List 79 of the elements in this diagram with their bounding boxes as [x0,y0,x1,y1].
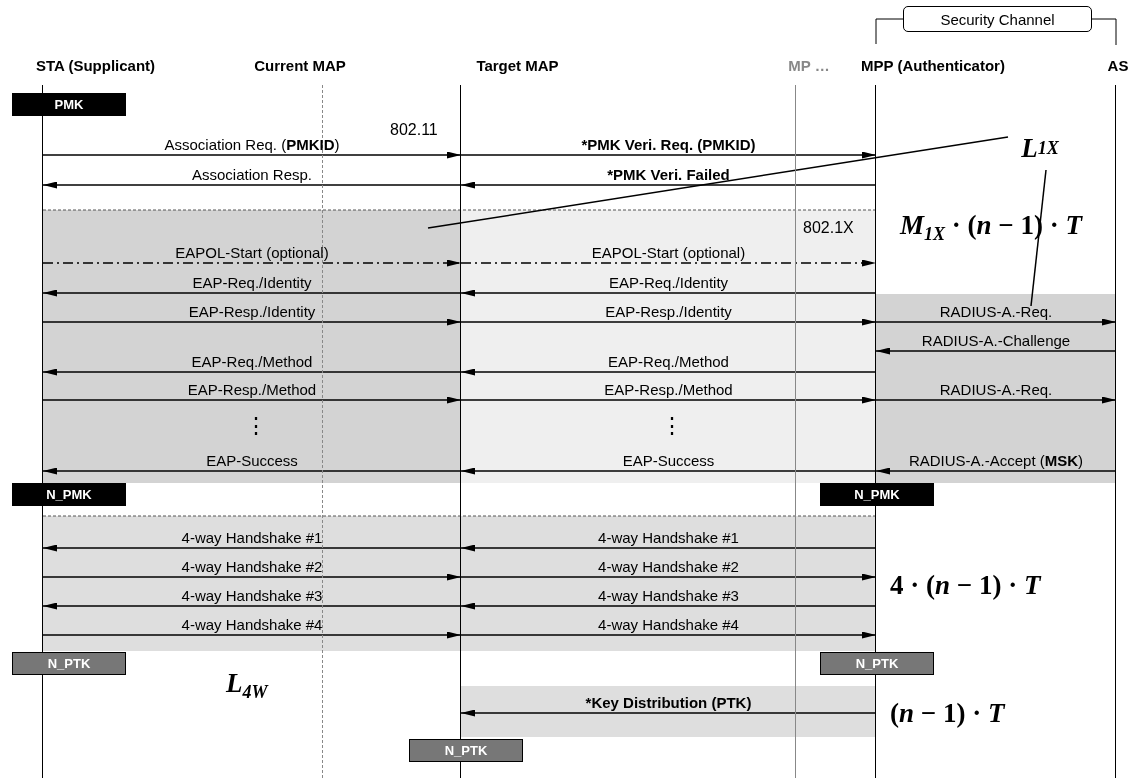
key-state-box: N_PMK [820,483,934,506]
message-label: Association Resp. [191,166,313,184]
protocol-label: 802.11 [390,122,438,138]
message-arrow [460,396,877,404]
participant-label: MP … [787,56,831,76]
channel-label-box: Security Channel [903,6,1092,32]
message-arrow [460,318,877,326]
message-arrow [42,151,462,159]
key-state-box: N_PTK [12,652,126,675]
participant-label: STA (Supplicant) [34,56,157,76]
formula-text: 4 · (n − 1) · T [890,572,1041,599]
message-arrow [460,467,877,475]
message-arrow [460,631,877,639]
message-label: 4-way Handshake #4 [181,616,323,634]
message-arrow [875,467,1117,475]
message-arrow [42,573,462,581]
message-label: 4-way Handshake #4 [598,616,739,634]
message-label: EAP-Req./Identity [192,274,312,292]
message-arrow [42,318,462,326]
message-label: 4-way Handshake #1 [598,529,739,547]
participant-label: Current MAP [253,56,347,76]
message-label: EAPOL-Start (optional) [591,244,746,262]
message-arrow [42,602,462,610]
message-arrow [460,181,877,189]
participant-label: AS [1106,56,1130,76]
message-label: EAP-Success [622,452,715,470]
ellipsis-mark: ⋮ [661,415,683,437]
message-arrow [42,368,462,376]
formula-text: (n − 1) · T [890,700,1005,727]
message-label: EAP-Req./Method [608,353,729,371]
message-label: 4-way Handshake #3 [181,587,323,605]
protocol-label: 802.1X [803,220,854,236]
participant-label: MPP (Authenticator) [860,56,1006,76]
message-arrow [460,289,877,297]
message-label: 4-way Handshake #1 [181,529,323,547]
message-label: EAP-Resp./Identity [605,303,732,321]
ellipsis-mark: ⋮ [245,415,267,437]
message-label: *PMK Veri. Failed [607,166,730,184]
message-label: RADIUS-A.-Challenge [921,332,1071,350]
message-arrow [460,602,877,610]
message-label: Association Req. (PMKID) [164,136,340,154]
message-arrow [875,347,1117,355]
message-arrow [875,318,1117,326]
message-arrow [42,181,462,189]
message-label: 4-way Handshake #2 [598,558,739,576]
message-arrow [460,544,877,552]
leader-line [427,136,1009,229]
message-label: *Key Distribution (PTK) [585,694,752,712]
key-state-box: N_PTK [820,652,934,675]
message-arrow [460,368,877,376]
message-arrow [460,151,877,159]
message-label: RADIUS-A.-Accept (MSK) [908,452,1084,470]
message-arrow [42,631,462,639]
message-arrow [42,259,462,267]
message-arrow [460,709,877,717]
message-label: EAP-Req./Identity [608,274,729,292]
key-state-box: PMK [12,93,126,116]
key-state-box: N_PTK [409,739,523,762]
message-arrow [460,259,877,267]
message-arrow [460,573,877,581]
message-label: 4-way Handshake #2 [181,558,323,576]
message-label: EAP-Resp./Method [604,381,733,399]
message-arrow [42,544,462,552]
message-label: *PMK Veri. Req. (PMKID) [581,136,756,154]
key-state-box: N_PMK [12,483,126,506]
message-label: 4-way Handshake #3 [598,587,739,605]
message-label: EAP-Success [206,452,298,470]
message-label: EAP-Resp./Method [187,381,317,399]
message-arrow [42,396,462,404]
message-label: RADIUS-A.-Req. [939,303,1053,321]
message-arrow [42,467,462,475]
message-arrow [875,396,1117,404]
message-label: RADIUS-A.-Req. [939,381,1053,399]
message-label: EAP-Req./Method [191,353,313,371]
message-arrow [42,289,462,297]
participant-label: Target MAP [475,56,560,76]
formula-text: L$_{4W}$ [226,670,268,702]
message-label: EAP-Resp./Identity [188,303,316,321]
message-label: EAPOL-Start (optional) [175,244,329,262]
